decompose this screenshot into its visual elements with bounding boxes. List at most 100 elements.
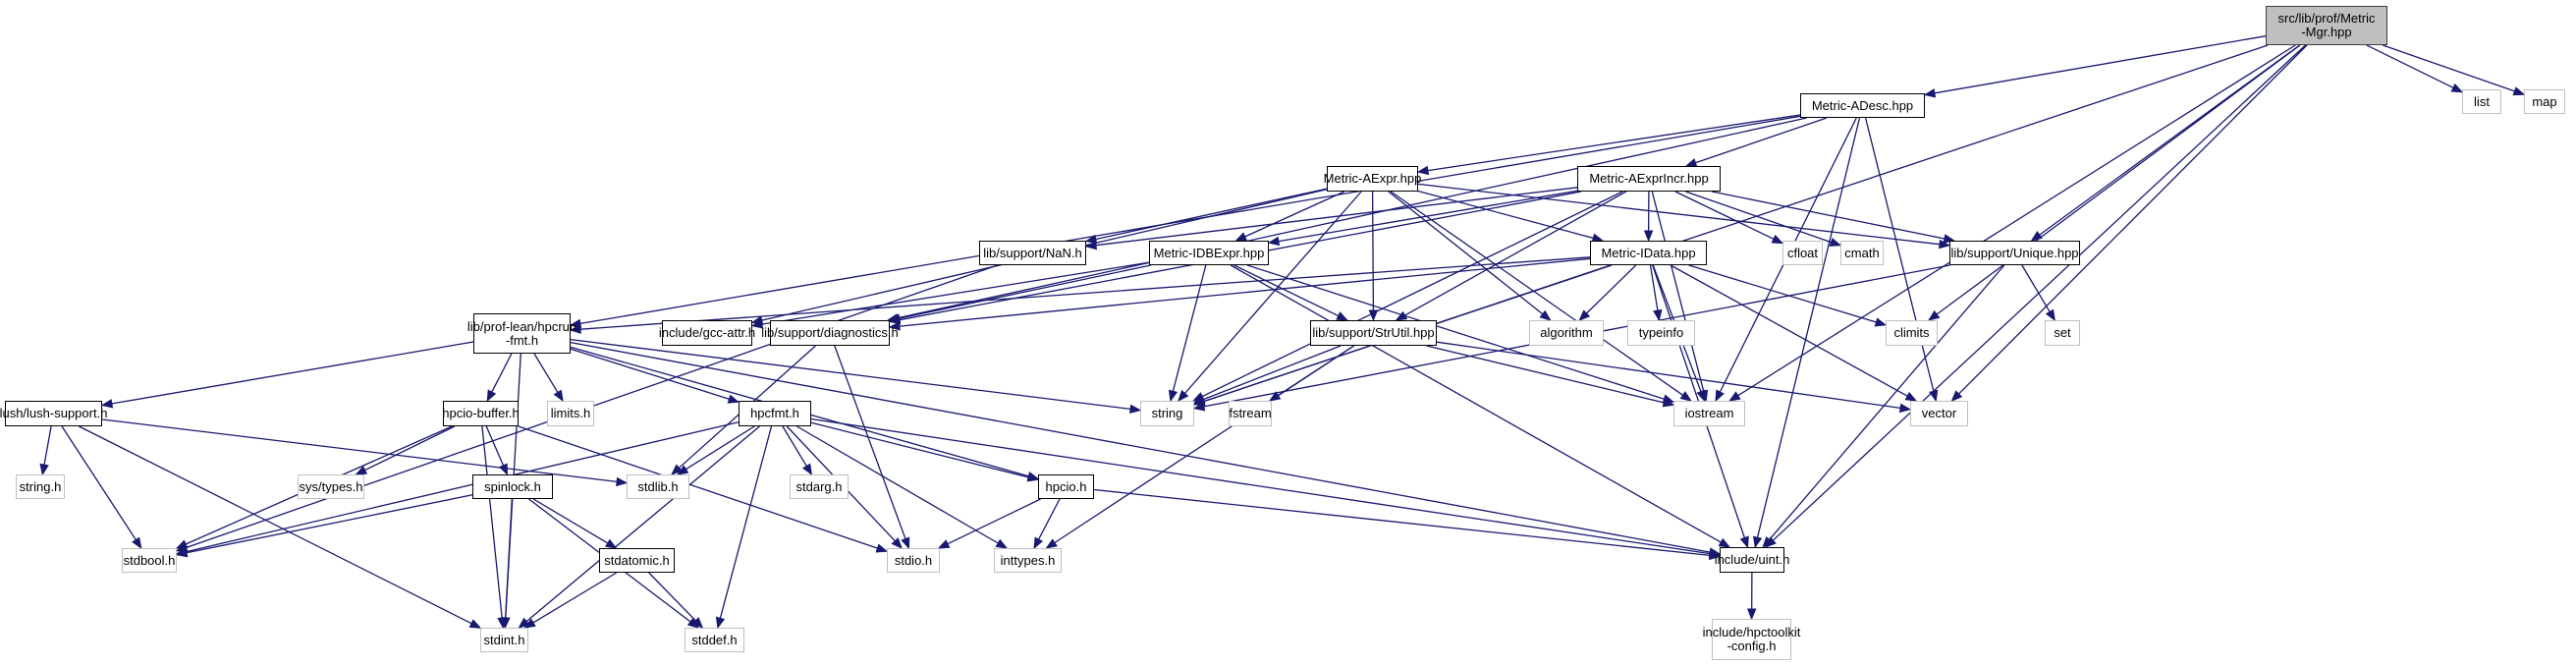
node-stddef[interactable]: stddef.h: [685, 628, 744, 652]
node-include-uint[interactable]: include/uint.h: [1715, 547, 1789, 573]
arrowhead-uint-to-hpctkconfig: [1746, 608, 1757, 621]
node-stdbool[interactable]: stdbool.h: [122, 548, 177, 573]
arrowhead-lush-to-stdint: [468, 619, 482, 629]
node-spinlock[interactable]: spinlock.h: [472, 474, 553, 499]
node-sys-types[interactable]: sys/types.h: [298, 474, 364, 499]
node-inttypes[interactable]: inttypes.h: [994, 548, 1062, 573]
edge-aexpr-to-string: [1184, 191, 1362, 394]
node-label: lib/prof-lean/hpcrun -fmt.h: [466, 318, 577, 348]
arrowhead-hpcfmt-to-stddef: [715, 616, 726, 630]
arrowhead-aexprincr-to-unique: [1943, 234, 1956, 244]
node-hpctoolkit-config[interactable]: include/hpctoolkit -config.h: [1703, 619, 1800, 660]
node-hpcfmt[interactable]: hpcfmt.h: [739, 401, 811, 426]
node-label: vector: [1921, 406, 1957, 420]
node-fstream[interactable]: fstream: [1229, 401, 1272, 426]
arrowhead-hpcfmt-to-stdlib: [676, 465, 689, 475]
edge-strutil-to-vector: [1436, 341, 1901, 410]
node-label: stdio.h: [894, 552, 933, 568]
node-metric-idata[interactable]: Metric-IData.hpp: [1590, 241, 1707, 265]
node-lush-support[interactable]: lush/lush-support.h: [0, 401, 107, 426]
arrowhead-idata-to-algorithm: [1578, 309, 1591, 321]
node-cfloat[interactable]: cfloat: [1782, 241, 1823, 265]
node-iostream[interactable]: iostream: [1673, 401, 1745, 426]
arrowhead-aexprincr-to-nan: [1084, 241, 1097, 250]
node-limits-h[interactable]: limits.h: [547, 401, 594, 426]
edge-hpciobuf-to-stdio: [518, 425, 878, 549]
node-hpcrun-fmt[interactable]: lib/prof-lean/hpcrun -fmt.h: [467, 313, 576, 354]
arrowhead-unique-to-set: [2045, 308, 2055, 322]
arrowhead-adesc-to-hpcrunfmt: [569, 318, 582, 329]
node-hpcio[interactable]: hpcio.h: [1038, 474, 1094, 499]
arrowhead-hpcfmt-to-stdarg: [802, 463, 813, 476]
arrowhead-idata-to-diag: [888, 321, 901, 331]
node-stdint[interactable]: stdint.h: [480, 628, 528, 652]
node-gcc-attr[interactable]: include/gcc-attr.h: [658, 320, 756, 346]
node-string-h[interactable]: string.h: [16, 474, 65, 499]
edge-idata-to-vector: [1670, 264, 1908, 397]
node-support-strutil[interactable]: lib/support/StrUtil.hpp: [1310, 320, 1437, 346]
arrowhead-aexprincr-to-cmath: [1829, 237, 1842, 247]
node-set[interactable]: set: [2045, 320, 2080, 346]
edge-hpcrunfmt-to-string: [570, 338, 1131, 411]
node-label: fstream: [1229, 406, 1272, 420]
node-metric-idbexpr[interactable]: Metric-IDBExpr.hpp: [1149, 241, 1269, 265]
node-stdio[interactable]: stdio.h: [887, 548, 940, 573]
node-climits[interactable]: climits: [1886, 320, 1938, 346]
edge-hpcio-to-inttypes: [1038, 498, 1061, 540]
node-metric-adesc[interactable]: Metric-ADesc.hpp: [1800, 93, 1925, 118]
arrowhead-adesc-to-iostream: [1715, 389, 1725, 403]
node-label: sys/types.h: [299, 478, 363, 494]
arrowhead-adesc-to-vector: [1929, 389, 1939, 403]
node-metric-aexprincr[interactable]: Metric-AExprIncr.hpp: [1577, 166, 1721, 192]
node-root-metric-mgr[interactable]: src/lib/prof/Metric -Mgr.hpp: [2266, 6, 2387, 45]
edge-mgr-to-adesc: [1934, 35, 2267, 94]
node-label: src/lib/prof/Metric -Mgr.hpp: [2277, 11, 2376, 39]
node-stdarg[interactable]: stdarg.h: [790, 474, 849, 499]
node-support-diagnostics[interactable]: lib/support/diagnostics.h: [761, 320, 899, 346]
node-string[interactable]: string: [1140, 401, 1194, 426]
node-cmath[interactable]: cmath: [1840, 241, 1884, 265]
node-vector[interactable]: vector: [1910, 401, 1968, 426]
edge-strutil-to-iostream: [1426, 345, 1665, 404]
arrowhead-strutil-to-string: [1192, 395, 1206, 404]
node-label: hpcfmt.h: [750, 406, 799, 420]
edge-unique-to-set: [2021, 264, 2051, 312]
edge-aexpr-to-unique: [1417, 183, 1941, 246]
node-list[interactable]: list: [2462, 89, 2501, 114]
node-label: Metric-ADesc.hpp: [1811, 97, 1914, 113]
node-hpcio-buffer[interactable]: hpcio-buffer.h: [442, 401, 520, 426]
node-label: stddef.h: [691, 632, 738, 647]
node-typeinfo[interactable]: typeinfo: [1627, 320, 1695, 346]
edge-mgr-to-vector: [1958, 44, 2308, 395]
node-support-unique[interactable]: lib/support/Unique.hpp: [1949, 241, 2080, 265]
node-label: stdlib.h: [637, 478, 679, 494]
arrowhead-aexprincr-to-cfloat: [1771, 234, 1784, 245]
arrowhead-idata-to-vector: [1904, 391, 1918, 402]
node-label: include/gcc-attr.h: [658, 325, 756, 340]
node-support-nan[interactable]: lib/support/NaN.h: [979, 241, 1086, 265]
arrowhead-mgr-to-unique: [2030, 231, 2043, 242]
edge-spinlock-to-stdint: [505, 498, 513, 619]
node-label: cmath: [1844, 245, 1880, 260]
edge-aexpr-to-idbexpr: [1244, 191, 1345, 238]
edge-aexprincr-to-strutil: [1404, 191, 1627, 316]
edge-aexpr-to-idata: [1417, 190, 1594, 240]
node-map[interactable]: map: [2524, 89, 2565, 114]
arrowhead-aexpr-to-nan: [1084, 234, 1098, 245]
edge-hpcio-to-uint: [1093, 488, 1711, 557]
edge-hpcfmt-to-stdbool: [186, 421, 740, 553]
arrowhead-aexprincr-to-idata: [1643, 230, 1654, 243]
arrowhead-aexprincr-to-idbexpr: [1267, 236, 1281, 247]
node-stdlib[interactable]: stdlib.h: [627, 474, 689, 499]
edge-aexprincr-to-idbexpr: [1278, 190, 1578, 243]
node-stdatomic[interactable]: stdatomic.h: [599, 548, 675, 573]
edges-layer: [39, 35, 2526, 630]
arrowhead-hpcrunfmt-to-lush: [100, 399, 114, 409]
node-metric-aexpr[interactable]: Metric-AExpr.hpp: [1324, 166, 1421, 192]
arrowhead-idata-to-hpcrunfmt: [569, 324, 581, 334]
node-algorithm[interactable]: algorithm: [1529, 320, 1604, 346]
edge-aexpr-to-strutil: [1371, 191, 1375, 311]
node-label: Metric-AExprIncr.hpp: [1589, 171, 1709, 186]
node-label: hpcio-buffer.h: [442, 406, 520, 420]
edge-hpciobuf-to-systypes: [364, 425, 456, 472]
